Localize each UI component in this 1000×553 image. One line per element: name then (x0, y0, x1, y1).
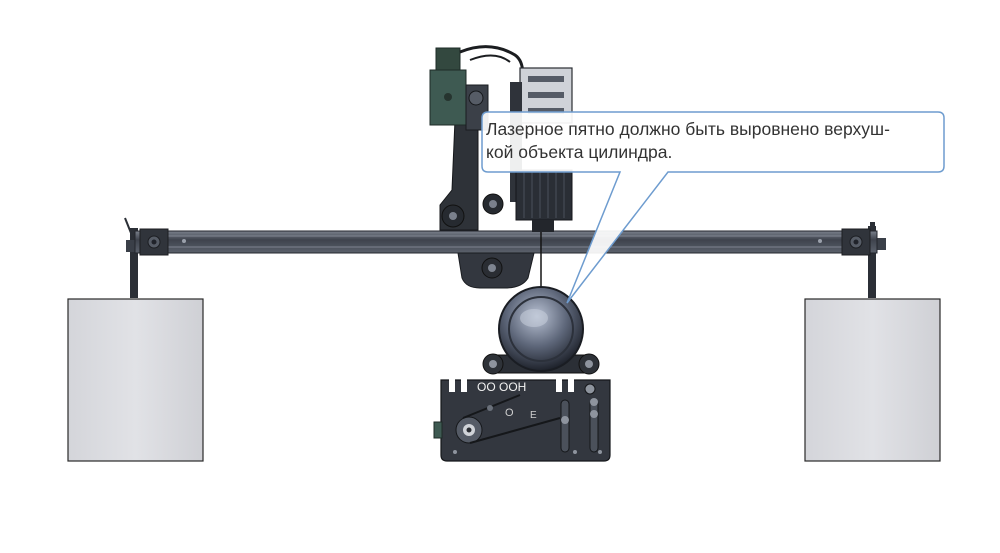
end-bracket-right (841, 228, 871, 256)
base-label: OO OOH (477, 380, 527, 394)
callout-text: Лазерное пятно должно быть выровнено вер… (486, 118, 938, 164)
rotary-base (433, 378, 611, 462)
support-block-right (804, 298, 941, 462)
callout-line-1: Лазерное пятно должно быть выровнено вер… (486, 119, 890, 139)
end-bracket-left (139, 228, 169, 256)
cylinder-object (498, 286, 584, 372)
laser-module (515, 169, 573, 221)
callout-line-2: кой объекта цилиндра. (486, 142, 673, 162)
horizontal-beam (134, 228, 878, 256)
support-block-left (67, 298, 204, 462)
base-label-e: E (530, 410, 537, 421)
base-label-o: O (505, 407, 514, 419)
callout-bubble (481, 111, 945, 304)
leg-left (124, 217, 138, 298)
carriage (457, 252, 535, 289)
